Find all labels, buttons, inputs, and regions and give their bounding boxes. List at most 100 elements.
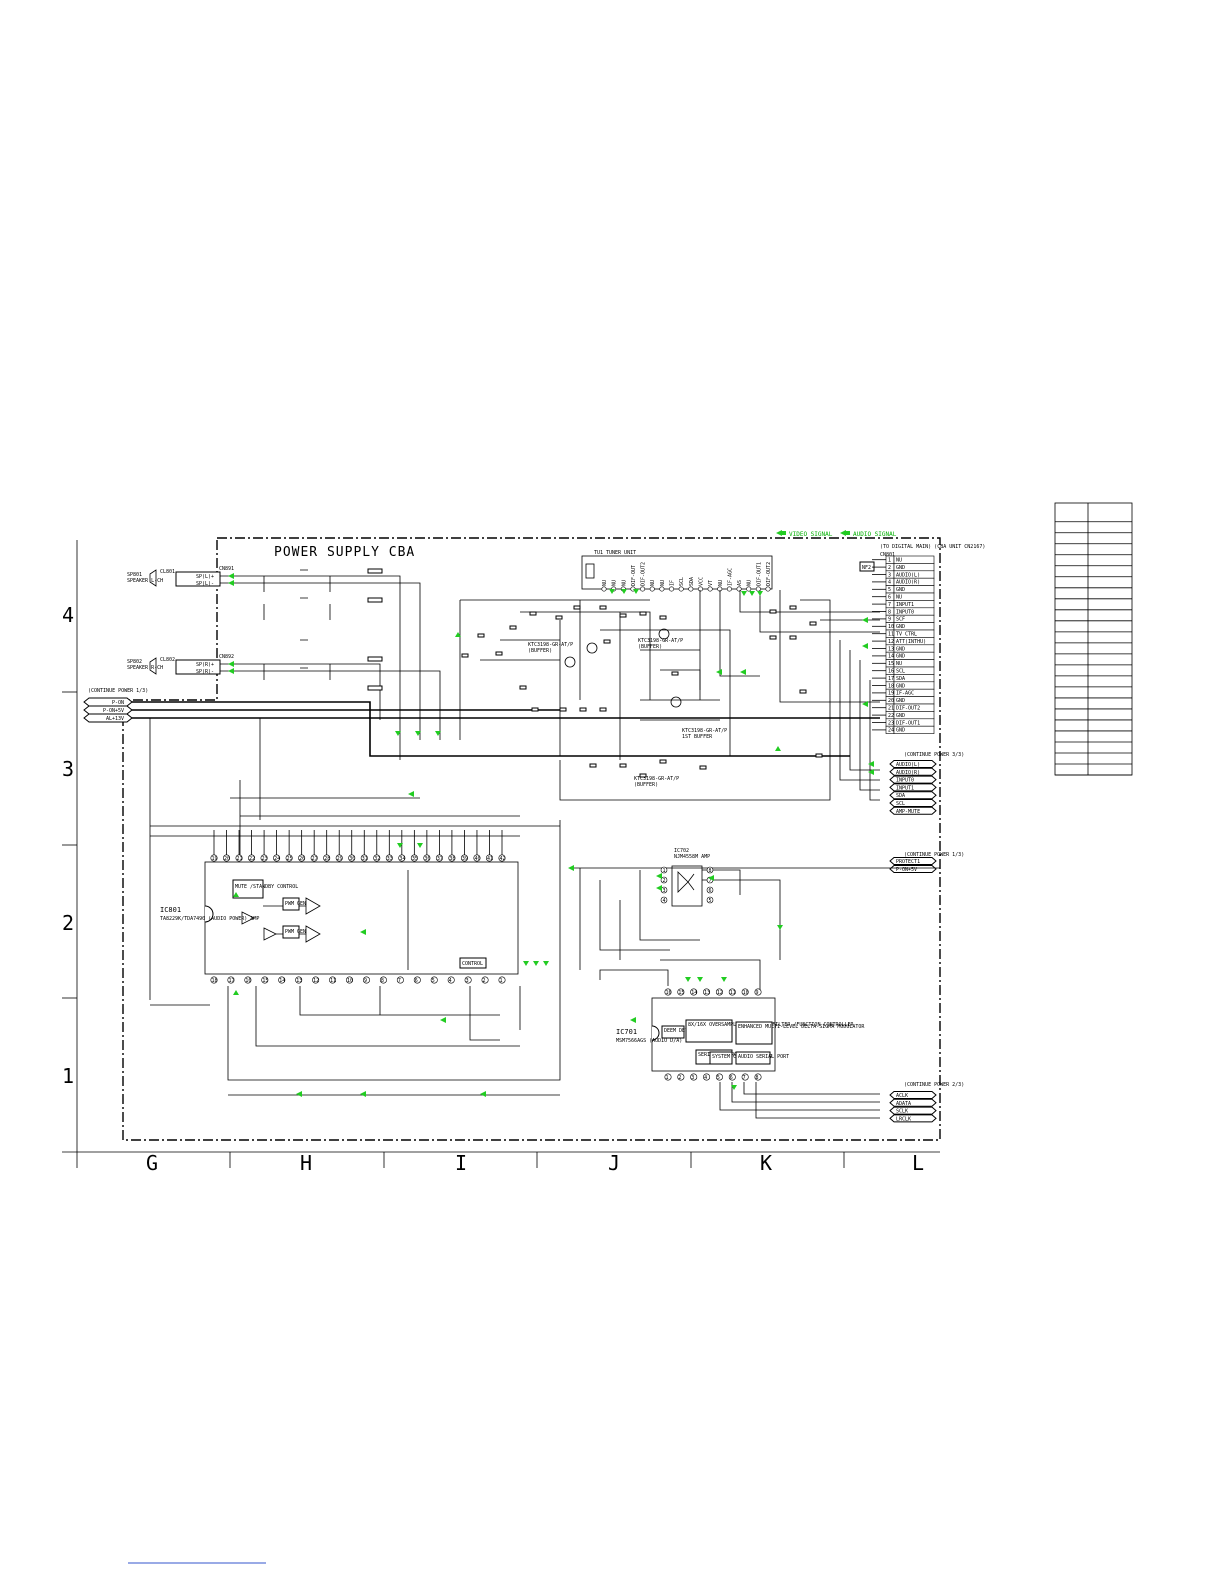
ic801-bottom-pin-number: 8 [381,978,384,984]
ic801-bottom-pin-number: 10 [347,978,353,984]
ic701-dac: IC701 MSM7566AGS (AUDIO D/A) CONVERTER D… [599,969,880,1119]
ic801-part: TA8229K/TDA7490 (AUDIO POWER) AMP [160,916,259,922]
cn801-pin-label: DIF-OUT1 [896,720,920,726]
signal-tag-label: LRCLK [896,1116,911,1122]
ic701-bottom-pin [754,1073,762,1081]
signal-legend: VIDEO SIGNAL AUDIO SIGNAL [776,530,897,538]
tuner-pin [659,586,665,592]
ic801-bottom-pin-number: 9 [364,978,367,984]
signal-tag [889,1114,937,1123]
passive-component [495,651,503,656]
ic701-top-pin-number: 11 [730,990,736,996]
cn801-pin-label: GND [896,713,905,719]
ic701-modulator: ENHANCED MULTI-LEVEL DELTA-SIGMA MODULAT… [738,1024,865,1030]
tuner-pin [601,586,607,592]
ic701-bottom-pin-number: 3 [691,1075,694,1081]
ic801-top-pin-number: 23 [262,856,268,862]
passive-component [559,707,567,712]
board-outline [122,537,941,1141]
signal-tag [889,865,937,873]
passive-component [599,707,607,712]
tuner-pin-label: VCC [698,577,704,586]
signal-tag [889,1106,937,1115]
grid-row-3: 3 [62,757,74,781]
ic701-top-pin [741,988,749,996]
ic702-part: NJM4558M AMP [674,854,710,860]
ic801-bottom-pin-number: 3 [466,978,469,984]
tuner-pin-label: VT [708,580,714,586]
tuner-pin-label: NU [621,580,627,586]
ic701-top-pin-number: 14 [691,990,697,996]
passive-component [659,615,667,620]
cn801-pin-number: 6 [888,595,891,601]
ic701-bottom-pin [677,1073,685,1081]
board-title: POWER SUPPLY CBA [274,545,415,560]
ic801-bottom-pin-number: 18 [212,978,218,984]
ic701-top-pin [690,988,698,996]
passive-component [579,707,587,712]
ic801-bottom-pin [227,976,235,984]
ic801-bottom-pin [261,976,269,984]
cn801-connector: (TO DIGITAL MAIN) (CBA UNIT CN2167) CN80… [859,544,985,734]
ic702-pin [660,876,668,884]
ic801-bottom-pin-number: 1 [500,978,503,984]
clamp-r: CL802 [160,657,175,663]
cont-1-right-header: (CONTINUE POWER 1/3) [904,852,964,858]
ic701-bottom-pin-number: 7 [743,1075,746,1081]
ic702-pin-number: 2 [663,878,666,884]
signal-tag [889,857,937,865]
grid-col-k: K [760,1151,772,1175]
ic801-bottom-pin [413,976,421,984]
speaker-l-ref: SP801 [127,572,142,578]
tuner-pin-label: AS [737,580,743,586]
legend-audio: AUDIO SIGNAL [853,531,897,538]
signal-al-13v: AL+13V [83,713,133,723]
clamp-l: CL801 [160,569,175,575]
ic801-bottom-pin-number: 12 [313,978,319,984]
cn801-pin-number: 17 [888,676,894,682]
tuner-pin [640,586,646,592]
ic801-top-pin-number: 19 [212,856,218,862]
tuner-pin-label: NU [747,580,753,586]
passive-component [589,763,597,768]
tuner-pin-label: IF [670,580,676,586]
ic801-top-pin-number: 33 [387,856,393,862]
grid-col-h: H [300,1151,312,1175]
signal-tag [889,767,937,776]
cont-3-header: (CONTINUE POWER 3/3) [904,752,964,758]
q3-part: KTC3198-GR-AT/P [682,728,727,734]
passive-component [789,605,797,610]
ic702-ref: IC702 [674,848,689,854]
cn801-pin-number: 1 [888,558,891,564]
ic702-pin-number: 6 [709,888,712,894]
ic801-bottom-pin-number: 4 [449,978,452,984]
signal-tag-label: INPUT1 [896,785,914,791]
grid-frame: 4 3 2 1 G H I J K L [62,540,940,1175]
ic801-top-pin-number: 36 [424,856,430,862]
speaker-r-ref: SP802 [127,659,142,665]
ic701-top-pin-number: 12 [717,990,723,996]
cn801-pin-number: 20 [888,698,894,704]
passive-component [799,689,807,694]
ic801-top-pin-number: 31 [362,856,368,862]
cn801-pin-number: 13 [888,646,894,652]
cn801-pin-label: AUDIO(R) [896,580,920,586]
ic701-bottom-pin [664,1073,672,1081]
passive-component [699,765,707,770]
cn801-pin-number: 10 [888,624,894,630]
cn801-pin-number: 8 [888,609,891,615]
passive-component [619,613,627,618]
ic801-bottom-pin-number: 11 [330,978,336,984]
signal-tag [889,775,937,784]
passive-component [769,609,777,614]
ic801-bottom-pin [498,976,506,984]
signal-arrows [233,589,874,1097]
tuner-pin [649,586,655,592]
signal-tag [889,806,937,815]
